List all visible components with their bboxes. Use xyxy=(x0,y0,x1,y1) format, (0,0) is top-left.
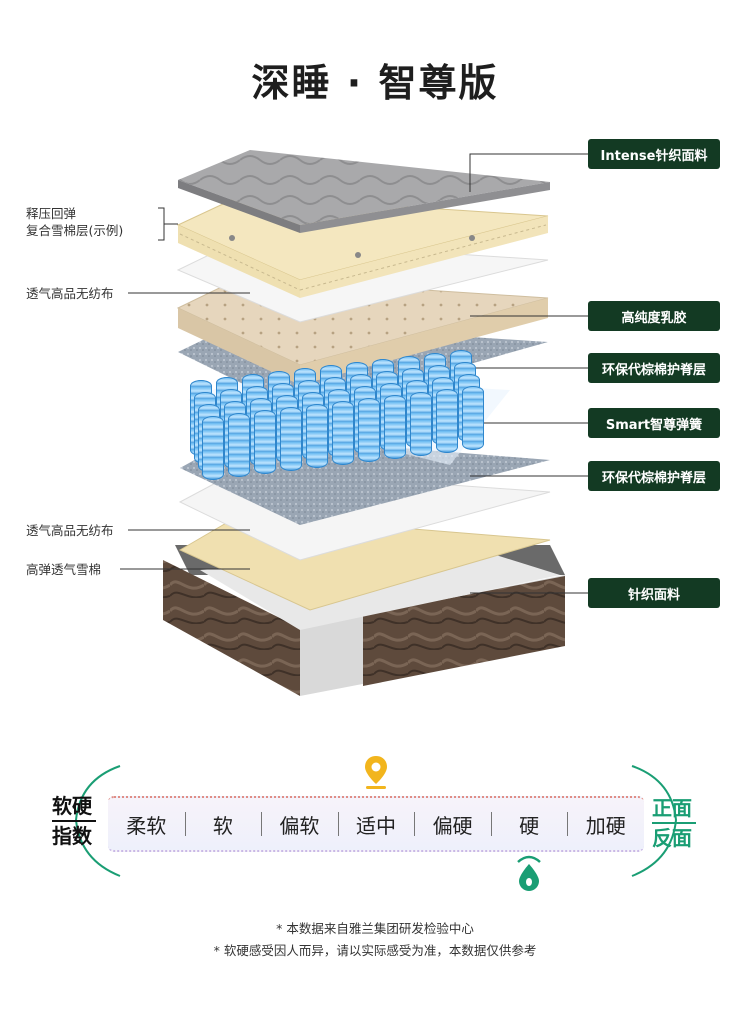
firmness-scale: 软硬 指数 柔软 软 偏软 适中 偏硬 硬 加硬 正面 反面 xyxy=(0,756,750,891)
pocket-spring xyxy=(358,398,380,462)
pocket-spring xyxy=(254,410,276,474)
pocket-spring xyxy=(410,392,432,456)
location-pin-icon xyxy=(365,756,387,789)
label-composite-foam: 释压回弹 复合雪棉层(示例) xyxy=(26,206,124,238)
firmness-level: 硬 xyxy=(519,813,540,838)
tag-coir-upper: 环保代棕棉护脊层 xyxy=(588,353,720,383)
scale-divider xyxy=(337,812,339,836)
drop-icon xyxy=(517,855,541,891)
firmness-level: 软 xyxy=(212,813,233,838)
pocket-spring xyxy=(462,386,484,450)
firmness-bar: 柔软 软 偏软 适中 偏硬 硬 加硬 xyxy=(108,796,644,852)
note-source: * 本数据来自雅兰集团研发检验中心 xyxy=(276,921,474,936)
top-cover-layer xyxy=(178,150,550,233)
pocket-springs xyxy=(0,130,750,750)
tag-knit-fabric-bottom: 针织面料 xyxy=(588,578,720,608)
pocket-spring xyxy=(436,389,458,453)
mattress-layers-illustration xyxy=(0,130,750,750)
tag-smart-spring: Smart智尊弹簧 xyxy=(588,408,720,438)
firmness-level: 加硬 xyxy=(585,813,626,838)
label-nonwoven-top: 透气高品无纺布 xyxy=(26,286,114,301)
left-leader-lines xyxy=(120,207,250,570)
firmness-level: 偏软 xyxy=(279,813,320,838)
pocket-spring xyxy=(306,404,328,468)
pocket-spring xyxy=(202,416,224,480)
tag-latex: 高纯度乳胶 xyxy=(588,301,720,331)
scale-divider xyxy=(261,812,263,836)
scale-divider xyxy=(567,812,569,836)
pocket-spring xyxy=(280,407,302,471)
firmness-level: 适中 xyxy=(355,813,396,838)
firmness-level: 柔软 xyxy=(126,813,167,838)
firmness-level: 偏硬 xyxy=(432,813,473,838)
scale-divider xyxy=(490,812,492,836)
firmness-label: 软硬 指数 xyxy=(52,794,96,848)
label-nonwoven-bottom: 透气高品无纺布 xyxy=(26,523,114,538)
side-labels: 正面 反面 xyxy=(652,796,696,850)
note-disclaimer: * 软硬感受因人而异，请以实际感受为准，本数据仅供参考 xyxy=(213,943,537,958)
label-high-elastic-foam: 高弹透气雪棉 xyxy=(26,562,102,577)
scale-divider xyxy=(414,812,416,836)
tag-knit-fabric-top: Intense针织面料 xyxy=(588,139,720,169)
pocket-spring xyxy=(332,401,354,465)
right-leader-lines xyxy=(469,153,588,594)
pocket-spring xyxy=(384,395,406,459)
tag-coir-lower: 环保代棕棉护脊层 xyxy=(588,461,720,491)
scale-divider xyxy=(184,812,186,836)
pocket-spring xyxy=(228,413,250,477)
page-title: 深睡 · 智尊版 xyxy=(251,61,499,105)
